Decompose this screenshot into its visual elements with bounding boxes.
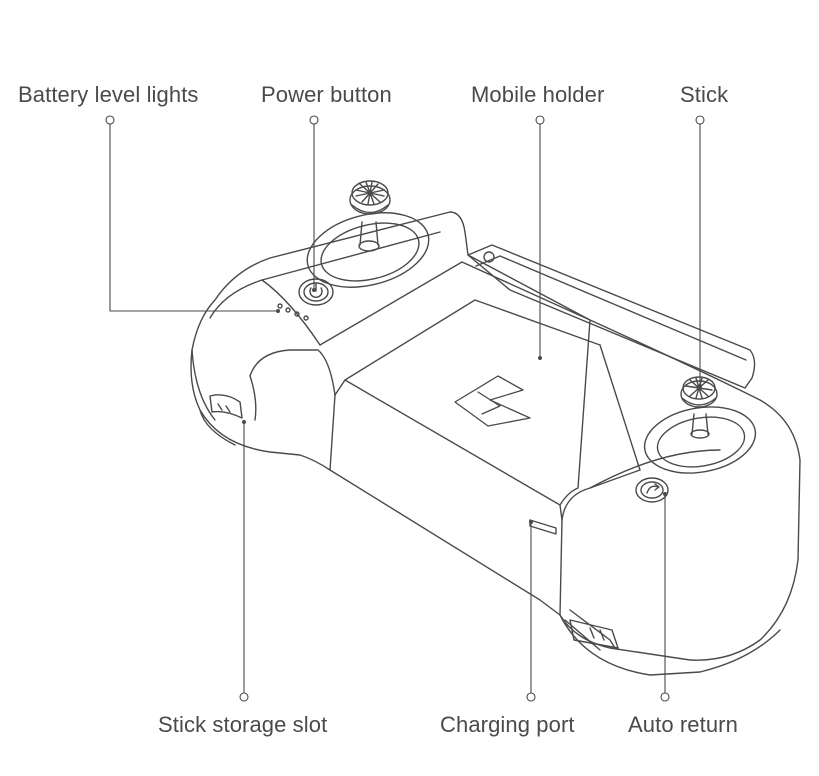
power-button	[298, 278, 334, 306]
stick-storage-slot-left	[209, 394, 243, 419]
charging-port	[529, 519, 557, 535]
label-stick: Stick	[680, 82, 729, 107]
label-auto-return: Auto return	[628, 712, 738, 737]
mobile-holder-arm	[467, 244, 756, 389]
label-stick-storage-slot: Stick storage slot	[158, 712, 328, 737]
brand-logo	[454, 375, 531, 427]
leader-end-dots	[242, 288, 702, 524]
auto-return-button	[635, 477, 669, 503]
leader-lines	[105, 115, 705, 702]
stick-storage-slot-right	[569, 619, 619, 649]
controller-body	[190, 211, 801, 676]
label-battery-level-lights: Battery level lights	[18, 82, 199, 107]
label-power-button: Power button	[261, 82, 392, 107]
left-stick	[306, 180, 430, 288]
right-stick	[643, 376, 757, 474]
label-mobile-holder: Mobile holder	[471, 82, 605, 107]
battery-level-lights	[277, 303, 309, 321]
label-charging-port: Charging port	[440, 712, 575, 737]
